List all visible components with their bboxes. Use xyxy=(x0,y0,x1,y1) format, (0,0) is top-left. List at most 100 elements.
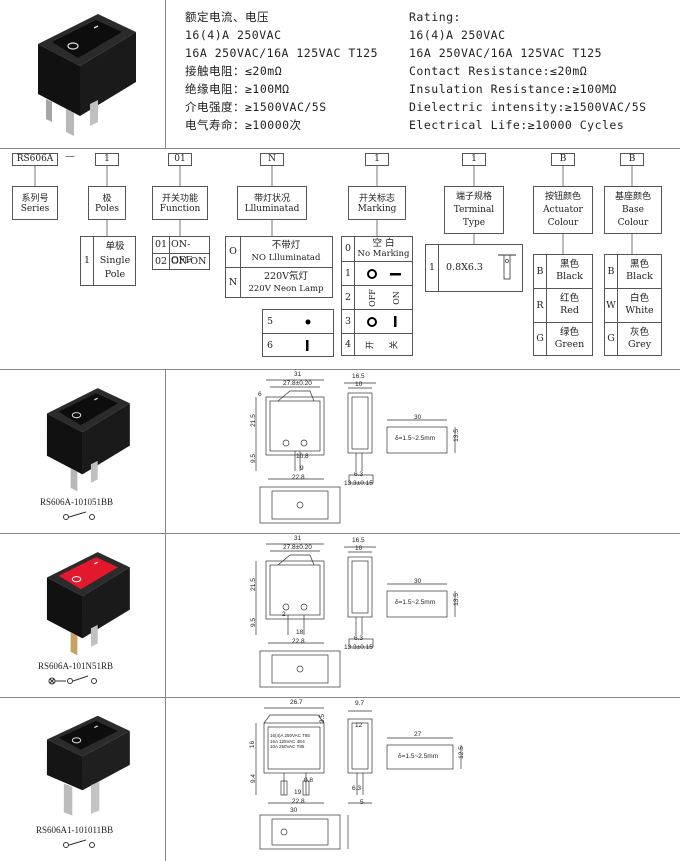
marking-row-0: 0 空 白 No Marking xyxy=(342,237,412,262)
product-caption-2: RS606A-101N51RB xyxy=(38,661,114,671)
header-en: Series xyxy=(20,204,50,214)
drawing-cutout-1 xyxy=(386,419,456,454)
spec-en-line: Rating: xyxy=(409,10,461,24)
terminal-option: 1 0.8X6.3 xyxy=(425,244,523,292)
dim-depth-inner: 10 xyxy=(355,545,363,552)
header-cn: 极 xyxy=(102,194,112,204)
dim-depth-inner: 10 xyxy=(355,381,363,388)
dim-terminal-height: 9.4 xyxy=(250,773,258,784)
code-part-function: 01 xyxy=(168,153,192,166)
spec-cn-line: 介电强度：≥1500VAC/5S xyxy=(185,100,327,114)
illum-en: NO Llluminatad xyxy=(251,253,321,263)
illum-row: O 不带灯 NO Llluminatad xyxy=(226,237,332,268)
dim-terminal-height: 9.5 xyxy=(250,453,258,464)
header-en: Base Colour xyxy=(617,205,649,228)
poles-en1: Single xyxy=(99,255,131,266)
spec-cn-line: 电气寿命：≥10000次 xyxy=(185,118,302,132)
dim-panel-thickness: δ=1.5~2.5mm xyxy=(398,753,439,760)
function-code: 02 xyxy=(153,254,170,270)
dim-base: 22.8 xyxy=(292,638,305,645)
dim-pitch: 19 xyxy=(294,789,302,796)
dim-cutout-height: 13.5 xyxy=(452,429,460,442)
dim-height: 21.5 xyxy=(249,578,257,591)
header-cn: 开关标志 xyxy=(358,194,395,204)
plate-line: 16A 125VAC 4E4 xyxy=(270,738,305,744)
drawing-top-2 xyxy=(259,650,341,688)
spec-section: 额定电流、电压 16(4)A 250VAC 16A 250VAC/16A 125… xyxy=(0,0,680,149)
dim-tab: 6.3 xyxy=(352,785,362,792)
switch-symbol-1 xyxy=(63,511,95,520)
marking-code: 6 xyxy=(267,340,274,351)
color-cn: 白色 xyxy=(629,293,649,304)
marking-symbol-bar xyxy=(306,340,309,351)
marking-row-5: 5 xyxy=(263,310,333,334)
dim-cutout-width: 30 xyxy=(414,578,422,585)
code-part-illum: N xyxy=(260,153,284,166)
header-base: 基座颜色 Base Colour xyxy=(604,186,662,234)
illum-options: O 不带灯 NO Llluminatad N 220V氖灯 220V Neon … xyxy=(225,236,333,298)
product-section-3: RS606A1-101011BB 16(4)A 250VAC T85 16A 1… xyxy=(0,697,680,861)
code-part-poles: 1 xyxy=(95,153,119,166)
function-text: ON-OFF xyxy=(171,239,192,266)
product-photo-1 xyxy=(46,388,130,492)
code-model: RS606A xyxy=(12,153,58,166)
dim-terminal-height: 9.5 xyxy=(250,617,258,628)
drawing-side-1 xyxy=(344,382,376,484)
dim-base: 22.8 xyxy=(292,474,305,481)
dim-cutout-width: 27 xyxy=(414,731,422,738)
spec-en-line: Electrical Life:≥10000 Cycles xyxy=(409,118,625,132)
dim-panel-thickness: δ=1.5~2.5mm xyxy=(395,599,436,606)
header-en: Terminal Type xyxy=(453,205,495,228)
dim-actuator-height: 3.5 xyxy=(319,713,327,724)
spec-cn-line: 16A 250VAC/16A 125VAC T125 xyxy=(185,46,379,60)
header-cn: 基座颜色 xyxy=(614,192,651,202)
function-code: 01 xyxy=(153,237,170,253)
dim-x: 6 xyxy=(258,391,262,398)
poles-option: 1 单极 Single Pole xyxy=(80,236,136,286)
header-cn: 按钮颜色 xyxy=(544,192,581,202)
code-part-actuator: B xyxy=(551,153,575,166)
marking-open-text: 开 xyxy=(365,340,376,350)
marking-row-2: 2 OFF ON xyxy=(342,286,412,310)
color-cn: 红色 xyxy=(559,293,579,304)
code-part-marking: 1 xyxy=(365,153,389,166)
marking-row-4: 4 开 关 xyxy=(342,334,412,356)
marking-en: No Marking xyxy=(357,249,410,259)
color-en: White xyxy=(625,305,654,316)
spec-en-line: Insulation Resistance:≥100MΩ xyxy=(409,82,617,96)
marking-extra-options: 5 6 xyxy=(262,309,334,357)
header-en: Llluminatad xyxy=(244,204,300,214)
dim-pitch: 18 xyxy=(296,629,304,636)
header-function: 开关功能 Function xyxy=(152,186,208,220)
drawing-front-3 xyxy=(255,707,325,804)
marking-code: 5 xyxy=(267,316,274,327)
color-code: B xyxy=(534,255,547,288)
illum-cn: 220V氖灯 xyxy=(264,271,308,282)
dim-inner-width: 27.8±0.20 xyxy=(283,544,312,551)
illum-row: N 220V氖灯 220V Neon Lamp xyxy=(226,268,332,298)
marking-code: 1 xyxy=(342,262,355,285)
drawing-cutout-3 xyxy=(386,737,462,770)
switch-symbol-2 xyxy=(48,675,97,685)
header-en: Function xyxy=(159,204,201,214)
dim-cutout-height: 13.5 xyxy=(452,593,460,606)
dim-depth: 16.5 xyxy=(352,373,365,380)
marking-code: 0 xyxy=(342,237,355,261)
dim-width: 26.7 xyxy=(290,699,303,706)
terminal-text: 0.8X6.3 xyxy=(446,262,483,273)
specs-english: Rating: 16(4)A 250VAC 16A 250VAC/16A 125… xyxy=(409,8,674,134)
marking-row-3: 3 xyxy=(342,310,412,334)
function-text: ON-ON xyxy=(171,256,207,267)
product-caption-1: RS606A-101051BB xyxy=(40,497,114,507)
dim-panel-thickness: δ=1.5~2.5mm xyxy=(395,435,436,442)
marking-options: 0 空 白 No Marking 1 2 OFF ON 3 4 开 关 xyxy=(341,236,413,356)
marking-row-1: 1 xyxy=(342,262,412,286)
marking-on-text: ON xyxy=(391,291,401,305)
color-cn: 黑色 xyxy=(629,259,649,270)
spec-cn-line: 绝缘电阻：≥100MΩ xyxy=(185,82,290,96)
function-options: 01 ON-OFF 02 ON-ON xyxy=(152,236,210,270)
